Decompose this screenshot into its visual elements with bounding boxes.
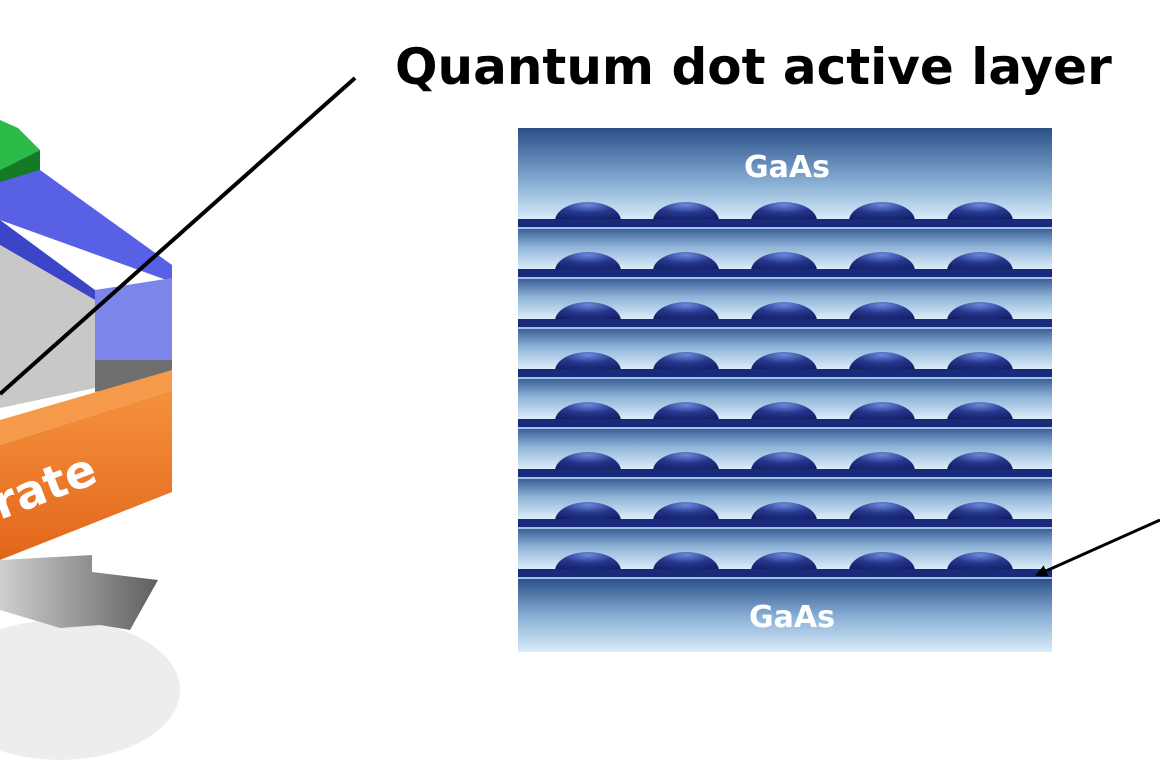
wetting-layer-highlight bbox=[518, 527, 1052, 529]
quantum-dot bbox=[555, 552, 621, 571]
quantum-dot-stack: GaAs GaAs bbox=[518, 128, 1052, 652]
wetting-layer-highlight bbox=[518, 427, 1052, 429]
gaas-bottom-layer bbox=[518, 578, 1052, 652]
wetting-layer bbox=[518, 319, 1052, 329]
light-output-arrow bbox=[0, 555, 158, 630]
quantum-dot bbox=[947, 552, 1013, 571]
wetting-layer-highlight bbox=[518, 227, 1052, 229]
quantum-dot bbox=[849, 452, 915, 471]
wetting-layer-highlight bbox=[518, 477, 1052, 479]
quantum-dot bbox=[947, 452, 1013, 471]
quantum-dot bbox=[751, 402, 817, 421]
wetting-layer-pointer bbox=[1035, 518, 1160, 577]
laser-device-illustration: rate bbox=[0, 76, 357, 760]
quantum-dot bbox=[653, 252, 719, 271]
gaas-bottom-label: GaAs bbox=[749, 600, 835, 635]
wetting-layer-highlight bbox=[518, 377, 1052, 379]
wetting-layer-highlight bbox=[518, 577, 1052, 579]
wetting-layer bbox=[518, 519, 1052, 529]
quantum-dot bbox=[849, 252, 915, 271]
quantum-dot bbox=[653, 502, 719, 521]
wetting-layer-highlight bbox=[518, 277, 1052, 279]
upper-cladding-side bbox=[95, 278, 172, 365]
quantum-dot bbox=[947, 202, 1013, 221]
quantum-dot bbox=[947, 502, 1013, 521]
quantum-dot bbox=[849, 302, 915, 321]
quantum-dot bbox=[751, 252, 817, 271]
quantum-dot bbox=[653, 402, 719, 421]
quantum-dot bbox=[849, 502, 915, 521]
quantum-dot bbox=[653, 302, 719, 321]
quantum-dot bbox=[653, 202, 719, 221]
quantum-dot bbox=[555, 352, 621, 371]
upper-cladding-face bbox=[0, 220, 95, 300]
quantum-dot bbox=[653, 452, 719, 471]
quantum-dot bbox=[751, 352, 817, 371]
quantum-dot bbox=[849, 202, 915, 221]
quantum-dot bbox=[555, 502, 621, 521]
active-region-strip bbox=[95, 360, 172, 392]
wetting-layer bbox=[518, 419, 1052, 429]
quantum-dot bbox=[849, 402, 915, 421]
wetting-layer bbox=[518, 569, 1052, 579]
wetting-layer bbox=[518, 369, 1052, 379]
active-region-front bbox=[0, 245, 95, 408]
title-pointer-line bbox=[0, 76, 357, 396]
quantum-dot bbox=[555, 202, 621, 221]
quantum-dot bbox=[751, 552, 817, 571]
substrate-front bbox=[0, 390, 172, 560]
quantum-dot bbox=[751, 202, 817, 221]
quantum-dot bbox=[751, 302, 817, 321]
wetting-layer bbox=[518, 219, 1052, 229]
quantum-dot bbox=[849, 352, 915, 371]
quantum-dot bbox=[947, 302, 1013, 321]
wetting-layer bbox=[518, 269, 1052, 279]
quantum-dot bbox=[555, 402, 621, 421]
quantum-dot bbox=[555, 452, 621, 471]
quantum-dot bbox=[555, 302, 621, 321]
wetting-layer-highlight bbox=[518, 327, 1052, 329]
green-contact-top bbox=[0, 120, 40, 170]
quantum-dot bbox=[751, 452, 817, 471]
device-shadow bbox=[0, 620, 180, 760]
quantum-dot bbox=[947, 402, 1013, 421]
wetting-layer bbox=[518, 469, 1052, 479]
quantum-dot bbox=[849, 552, 915, 571]
diagram-title: Quantum dot active layer bbox=[395, 38, 1112, 96]
substrate-top bbox=[0, 370, 172, 445]
quantum-dot bbox=[947, 352, 1013, 371]
quantum-dot bbox=[555, 252, 621, 271]
quantum-dot bbox=[751, 502, 817, 521]
quantum-dot bbox=[653, 352, 719, 371]
quantum-dot bbox=[653, 552, 719, 571]
quantum-dot bbox=[947, 252, 1013, 271]
upper-cladding-top bbox=[0, 170, 172, 282]
gaas-top-label: GaAs bbox=[744, 150, 830, 185]
